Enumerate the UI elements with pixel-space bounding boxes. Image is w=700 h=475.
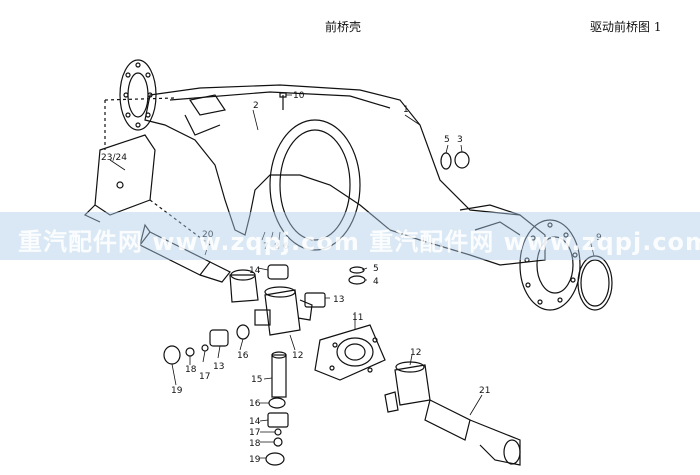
callout-10: 10 — [293, 91, 305, 101]
nut-18 — [185, 347, 195, 357]
callout-20: 20 — [202, 230, 214, 240]
plug-4 — [348, 275, 366, 285]
callout-5-top: 5 — [444, 135, 450, 145]
plug-3-top — [454, 151, 470, 169]
watermark-text: 重汽配件网 www.zqpj.com 重汽配件网 www.zqpj.com — [18, 228, 700, 256]
callout-19-bottom: 19 — [249, 455, 261, 465]
callout-17-bottom: 17 — [249, 428, 260, 438]
washer-17 — [201, 344, 209, 352]
callout-5: 5 — [373, 264, 379, 274]
o-ring-9 — [577, 255, 613, 311]
callout-14-top: 14 — [249, 266, 261, 276]
nut-18-lower — [273, 437, 283, 447]
callout-9: 9 — [596, 233, 602, 243]
drive-shaft-20 — [139, 223, 231, 283]
callout-21: 21 — [479, 386, 490, 396]
ring-16 — [268, 397, 286, 409]
cap-13 — [209, 329, 229, 347]
callout-12-left: 12 — [292, 351, 303, 361]
axle-shaft-21 — [424, 399, 521, 466]
callout-6: 6 — [283, 242, 289, 252]
callout-23-24: 23/24 — [101, 153, 127, 163]
right-wheel-flange — [519, 219, 581, 311]
callout-17-top: 17 — [199, 372, 210, 382]
callout-7: 7 — [263, 242, 269, 252]
seal-5-top — [440, 152, 452, 170]
callout-11: 11 — [352, 313, 363, 323]
plate-19 — [163, 345, 181, 365]
seal-5-mid — [349, 266, 365, 274]
washer-17-lower — [274, 428, 282, 436]
callout-18-bottom: 18 — [249, 439, 261, 449]
callout-12-right: 12 — [410, 348, 421, 358]
bracket-23-24 — [94, 134, 156, 216]
callout-8: 8 — [274, 242, 280, 252]
callout-1: 1 — [403, 105, 409, 115]
watermark-band — [0, 212, 700, 260]
callout-14-bottom: 14 — [249, 417, 261, 427]
callout-4: 4 — [373, 277, 379, 287]
callout-16-top: 16 — [237, 351, 249, 361]
axle-housing — [144, 84, 546, 266]
knuckle-12-right — [384, 361, 431, 413]
kingpin-15 — [271, 354, 287, 398]
bolt-10 — [279, 92, 287, 110]
knuckle-12-left — [254, 286, 313, 336]
left-wheel-flange — [119, 59, 157, 131]
figure-caption: 驱动前桥图 1 — [590, 20, 662, 34]
bushing — [229, 274, 259, 303]
bearing-14 — [267, 264, 289, 280]
callout-19-top: 19 — [171, 386, 183, 396]
housing-ball-11 — [314, 324, 386, 381]
bearing-14-lower — [267, 412, 289, 428]
drawing-title: 前桥壳 — [325, 20, 362, 34]
callout-2: 2 — [253, 101, 259, 111]
plate-19-lower — [265, 452, 285, 466]
bearing-13-right — [304, 292, 326, 308]
callout-15: 15 — [251, 375, 262, 385]
callout-13-right: 13 — [333, 295, 344, 305]
callout-18-top: 18 — [185, 365, 197, 375]
callout-3: 3 — [457, 135, 463, 145]
bushing-16 — [236, 324, 250, 340]
callout-16-bottom: 16 — [249, 399, 261, 409]
callout-13-left: 13 — [213, 362, 224, 372]
